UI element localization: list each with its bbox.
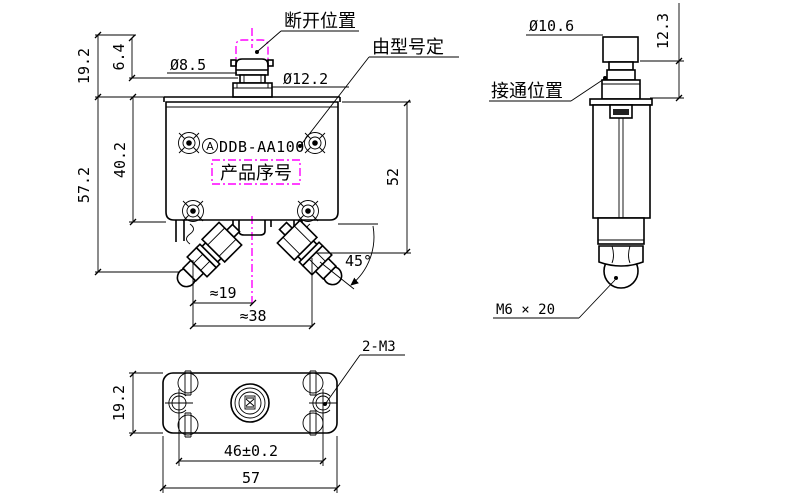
- callout-screw-spec: M6 × 20: [493, 276, 618, 319]
- dim-bottom-depth: 19.2: [110, 370, 163, 437]
- leader-dot: [298, 144, 302, 148]
- callout-connect-position: 接通位置: [489, 76, 607, 102]
- serial-label: 产品序号: [220, 163, 292, 184]
- callout-determined-by-model: 由型号定: [298, 37, 459, 148]
- determined-by-model-label: 由型号定: [372, 37, 444, 58]
- leader-dot: [614, 276, 618, 280]
- side-screw-m6: [598, 245, 644, 289]
- dim-button-travel: 6.4: [110, 34, 238, 82]
- bottom-center-boss: [230, 383, 270, 423]
- revision-mark: A: [206, 140, 214, 153]
- svg-text:57.2: 57.2: [75, 167, 93, 203]
- front-terminal-left: [167, 215, 249, 297]
- side-bushing: [597, 217, 645, 245]
- front-body: [163, 96, 341, 221]
- thread-spec-label: 2-M3: [362, 339, 396, 355]
- bottom-view: 2-M3 19.2 46±0.2 57: [110, 339, 405, 493]
- side-button: [601, 36, 641, 100]
- svg-text:Ø10.6: Ø10.6: [529, 17, 574, 35]
- svg-text:≈38: ≈38: [239, 307, 266, 325]
- model-code: DDB-AA100: [219, 138, 305, 156]
- button-disconnect-outline: [235, 39, 269, 70]
- dim-bottom-width: 57: [159, 436, 341, 493]
- svg-text:≈19: ≈19: [209, 284, 236, 302]
- connect-position-label: 接通位置: [491, 81, 563, 102]
- screw-spec-label: M6 × 20: [496, 302, 555, 318]
- dim-overall-height: 57.2: [75, 96, 180, 276]
- leader-dot: [603, 76, 607, 80]
- svg-text:19.2: 19.2: [75, 48, 93, 84]
- dim-collar-diameter: Ø12.2: [272, 70, 349, 88]
- side-body: [589, 98, 653, 219]
- svg-text:Ø8.5: Ø8.5: [170, 56, 206, 74]
- callout-disconnect-position: 断开位置: [255, 11, 359, 54]
- serial-box: [211, 159, 301, 185]
- dim-terminal-angle: 45°: [319, 223, 378, 290]
- dim-body-to-terminal: 52: [316, 99, 411, 256]
- svg-text:12.3: 12.3: [654, 13, 672, 49]
- disconnect-position-label: 断开位置: [284, 11, 356, 32]
- leader-dot: [255, 50, 259, 54]
- callout-thread-spec: 2-M3: [323, 339, 405, 406]
- dim-terminal-half-span: ≈19: [189, 260, 257, 327]
- front-button: [230, 58, 274, 98]
- svg-text:19.2: 19.2: [110, 385, 128, 421]
- svg-text:6.4: 6.4: [110, 43, 128, 70]
- svg-text:46±0.2: 46±0.2: [224, 442, 278, 460]
- svg-text:45°: 45°: [345, 252, 372, 270]
- dim-hole-spacing: 46±0.2: [175, 413, 327, 466]
- svg-text:52: 52: [384, 168, 402, 186]
- revision-balloon: [202, 138, 218, 154]
- svg-text:Ø12.2: Ø12.2: [283, 70, 328, 88]
- front-terminal-right: [270, 213, 352, 295]
- svg-text:57: 57: [242, 469, 260, 487]
- dim-terminal-full-span: ≈38: [189, 258, 316, 330]
- dim-button-diameter: Ø8.5: [167, 56, 237, 74]
- side-view: Ø10.6 12.3 接通位置 M6 × 20: [489, 3, 684, 319]
- dim-side-button-height: 12.3: [640, 3, 684, 102]
- dim-side-button-diameter: Ø10.6: [526, 17, 603, 36]
- leader-dot: [323, 402, 327, 406]
- front-view: A DDB-AA100 产品序号 断开位置 由型号定: [75, 11, 459, 330]
- dim-body-height: 40.2: [111, 93, 166, 226]
- svg-text:40.2: 40.2: [111, 142, 129, 178]
